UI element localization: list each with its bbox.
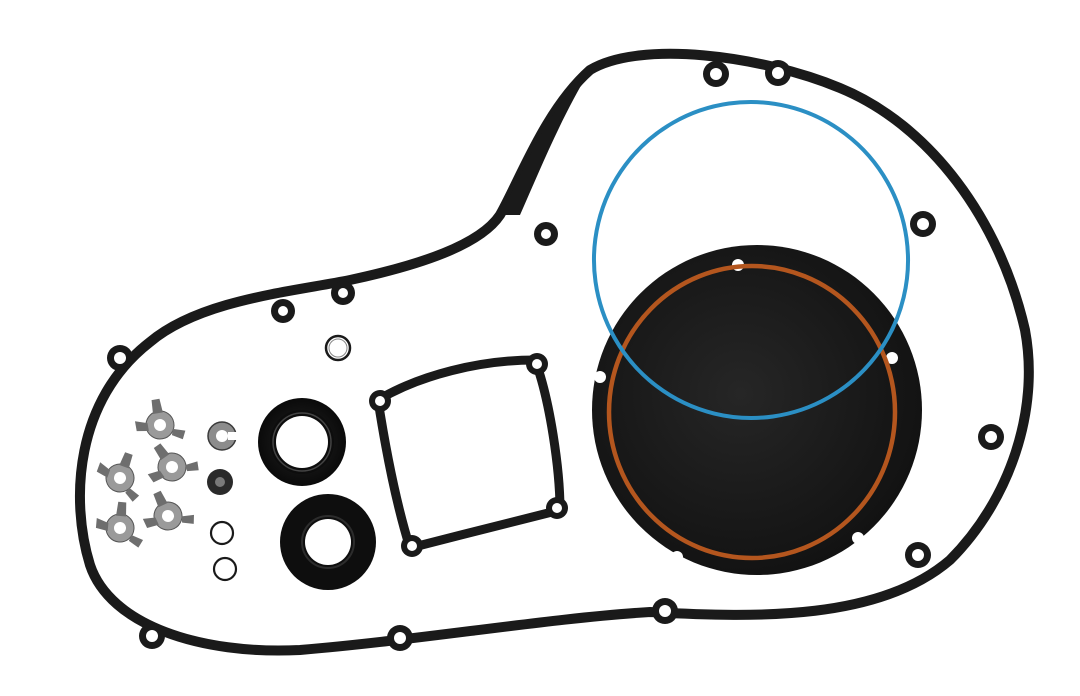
large-shaft-seal — [258, 398, 346, 486]
orange-o-ring — [606, 263, 898, 561]
blue-o-ring — [591, 100, 911, 420]
rubber-grommet — [207, 469, 233, 495]
lock-tabs — [95, 398, 199, 548]
small-washer — [324, 334, 352, 362]
retaining-clip — [207, 421, 238, 451]
lock-tab — [96, 452, 140, 502]
small-o-ring — [212, 556, 238, 582]
small-o-ring — [209, 520, 235, 546]
small-shaft-seal — [280, 494, 376, 590]
small-o-rings — [209, 520, 238, 582]
lock-tab — [134, 398, 186, 440]
inspection-cover-gasket — [369, 353, 568, 557]
derby-cover-gasket — [592, 245, 922, 575]
lock-tab — [142, 490, 194, 531]
lock-tab — [147, 443, 199, 483]
primary-cover-gasket — [74, 48, 1034, 656]
lock-tab — [95, 501, 144, 548]
